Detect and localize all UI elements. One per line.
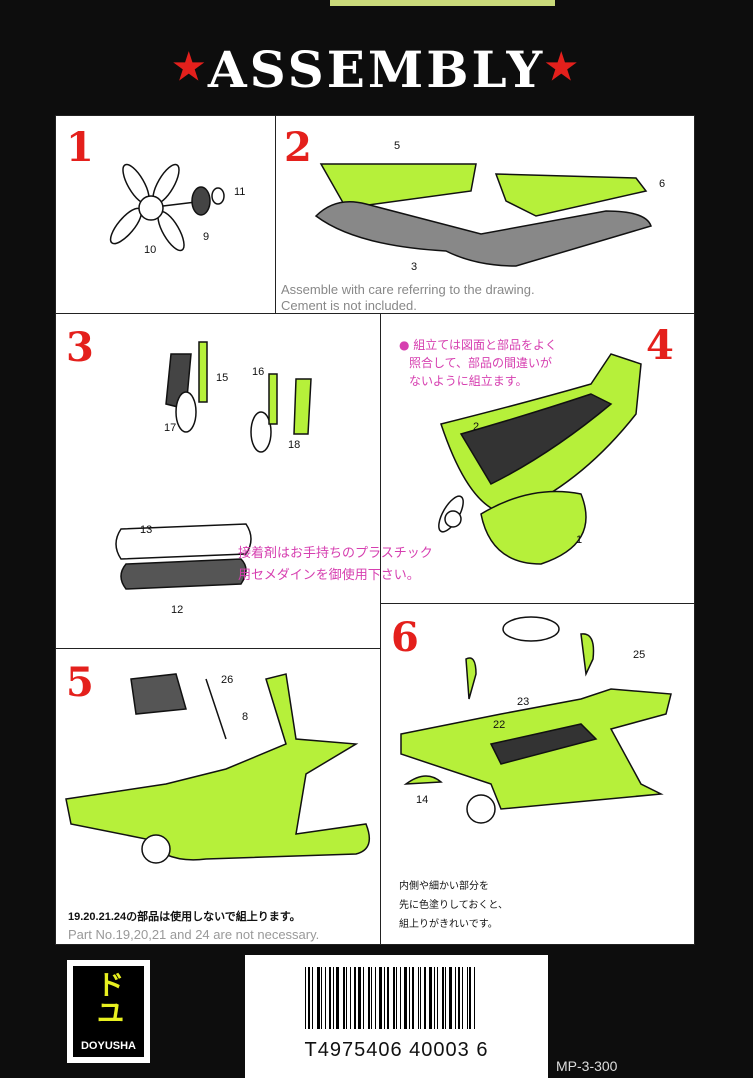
barcode-bar [379, 967, 382, 1029]
barcode-bar [346, 967, 347, 1029]
barcode-bar [371, 967, 372, 1029]
barcode-bar [437, 967, 438, 1029]
barcode-bar [448, 967, 452, 1029]
barcode-bar [321, 967, 322, 1029]
barcode-bar [420, 967, 421, 1029]
barcode-bar [404, 967, 407, 1029]
unused-parts-note-en: Part No.19,20,21 and 24 are not necessar… [68, 927, 320, 942]
barcode-bar [466, 967, 468, 1029]
doyusha-logo: ドユ DOYUSHA [67, 960, 150, 1063]
step-3-panel: 3 15 16 17 18 13 12 [55, 313, 381, 649]
instruction-board: 1 11 9 10 2 5 6 3 Assemble with care ref… [55, 115, 695, 945]
barcode-bar [412, 967, 414, 1029]
barcode-bar [445, 967, 446, 1029]
final-assembly-drawing [400, 616, 672, 824]
step-6-panel: 6 25 23 22 14 内側や細かい部分を先に色塗りしておくと、組上りがきれ… [380, 603, 695, 945]
step-1-panel: 1 11 9 10 [55, 115, 276, 314]
barcode-bar [383, 967, 385, 1029]
barcode-bar [342, 967, 345, 1029]
barcode-bar [374, 967, 376, 1029]
step-5-panel: 5 26 8 19.20.21.24の部品は使用しないで組上ります。 Part … [55, 648, 381, 945]
barcode-bar [336, 967, 339, 1029]
step-2-panel: 2 5 6 3 Assemble with care referring to … [275, 115, 695, 314]
propeller-drawing [109, 163, 225, 252]
barcode-number: T4975406 40003 6 [304, 1039, 489, 1061]
barcode-bar [367, 967, 370, 1029]
barcode-bar [305, 967, 306, 1029]
barcode-bar [433, 967, 435, 1029]
wing-drawing [314, 163, 652, 267]
barcode-bar [392, 967, 395, 1029]
barcode-bar [417, 967, 419, 1029]
barcode-bar [408, 967, 410, 1029]
step-4-panel: 4 ● 組立ては図面と部品をよく照合して、部品の間違いがないように組立ます。 2… [380, 313, 695, 604]
barcode-bar [469, 967, 471, 1029]
cement-note-jp: 接着剤はお手持ちのプラスチック用セメダインを御使用下さい。 [238, 546, 433, 583]
barcode-bar [332, 967, 334, 1029]
barcode-bar [441, 967, 444, 1029]
product-code: MP-3-300 [556, 1058, 618, 1074]
cement-note-en: Assemble with care referring to the draw… [281, 282, 535, 313]
barcode: T4975406 40003 6 [245, 955, 548, 1078]
barcode-bar [357, 967, 361, 1029]
page-title: ★ASSEMBLY★ [172, 40, 581, 99]
parts-check-note-jp: ● 組立ては図面と部品をよく照合して、部品の間違いがないように組立ます。 [399, 338, 558, 388]
barcode-bar [399, 967, 401, 1029]
logo-mark: ドユ [92, 970, 126, 1026]
unused-parts-note-jp: 19.20.21.24の部品は使用しないで組上ります。 [68, 911, 301, 923]
barcode-bar [363, 967, 364, 1029]
top-stripe [330, 0, 555, 6]
barcode-bar [455, 967, 456, 1029]
barcode-bar [473, 967, 475, 1029]
landing-gear-drawing [115, 341, 312, 590]
barcode-bar [429, 967, 432, 1029]
wing-assembly-drawing [65, 673, 371, 864]
fuselage-drawing [438, 353, 642, 565]
barcode-bar [462, 967, 463, 1029]
barcode-bar [312, 967, 313, 1029]
barcode-bar [396, 967, 397, 1029]
barcode-bar [457, 967, 460, 1029]
painting-tip-jp: 内側や細かい部分を先に色塗りしておくと、組上りがきれいです。 [399, 881, 508, 930]
barcode-bar [324, 967, 326, 1029]
barcode-bar [329, 967, 331, 1029]
barcode-bar [316, 967, 320, 1029]
barcode-bar [307, 967, 310, 1029]
barcode-bar [387, 967, 389, 1029]
barcode-bar [423, 967, 426, 1029]
barcode-bar [354, 967, 356, 1029]
barcode-bars [305, 967, 485, 1029]
barcode-bar [349, 967, 351, 1029]
